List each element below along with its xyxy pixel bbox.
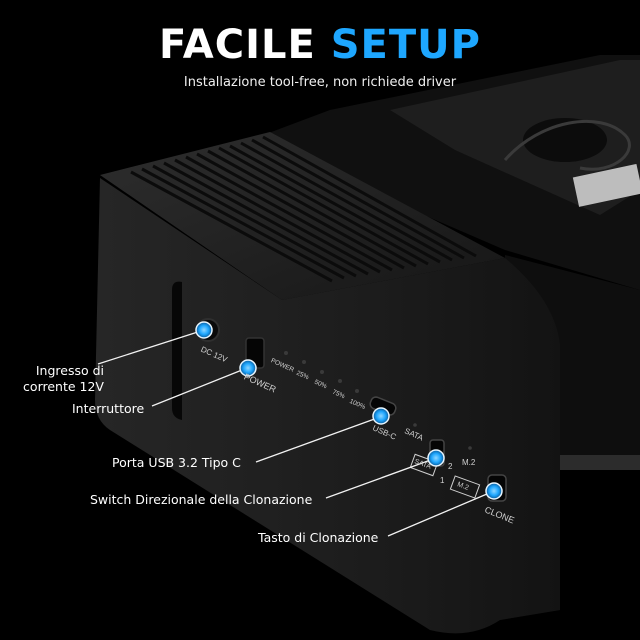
- callout-clone-button: Tasto di Clonazione: [258, 530, 379, 545]
- sata-box: [409, 453, 439, 477]
- page-title: FACILE SETUP: [0, 22, 640, 68]
- device-vent-slats: [130, 135, 477, 283]
- callout-direction-switch: Switch Direzionale della Clonazione: [90, 492, 313, 507]
- m2-led: [468, 446, 472, 450]
- device-front-recess: [172, 281, 182, 420]
- callout-power-input: Ingresso di corrente 12V: [20, 363, 104, 395]
- page-subtitle: Installazione tool-free, non richiede dr…: [183, 75, 457, 90]
- callout-lines: [97, 329, 495, 537]
- title-part-2: SETUP: [330, 22, 481, 68]
- callout-switch: Interruttore: [72, 401, 145, 416]
- panel-label-switch-1: 1: [440, 476, 445, 485]
- device-front-panel: [95, 178, 560, 634]
- callout-power-input-line2: corrente 12V: [23, 379, 104, 394]
- device-label-sticker: [572, 163, 640, 207]
- led-indicators: [284, 351, 359, 393]
- title-part-1: FACILE: [159, 22, 316, 68]
- panel-label-m2-top: M.2: [462, 458, 476, 467]
- callout-power-input-line1: Ingresso di: [35, 363, 104, 378]
- callout-dots: [195, 321, 503, 500]
- sata-led: [413, 423, 417, 427]
- device-base-edge: [560, 455, 640, 470]
- panel-label-switch-2: 2: [448, 462, 453, 471]
- device-top-lid: [390, 60, 640, 215]
- m2-box: [449, 475, 481, 499]
- callout-usb-port: Porta USB 3.2 Tipo C: [112, 455, 241, 470]
- device-slot-hole: [523, 118, 607, 162]
- device-curve-detail: [503, 119, 631, 171]
